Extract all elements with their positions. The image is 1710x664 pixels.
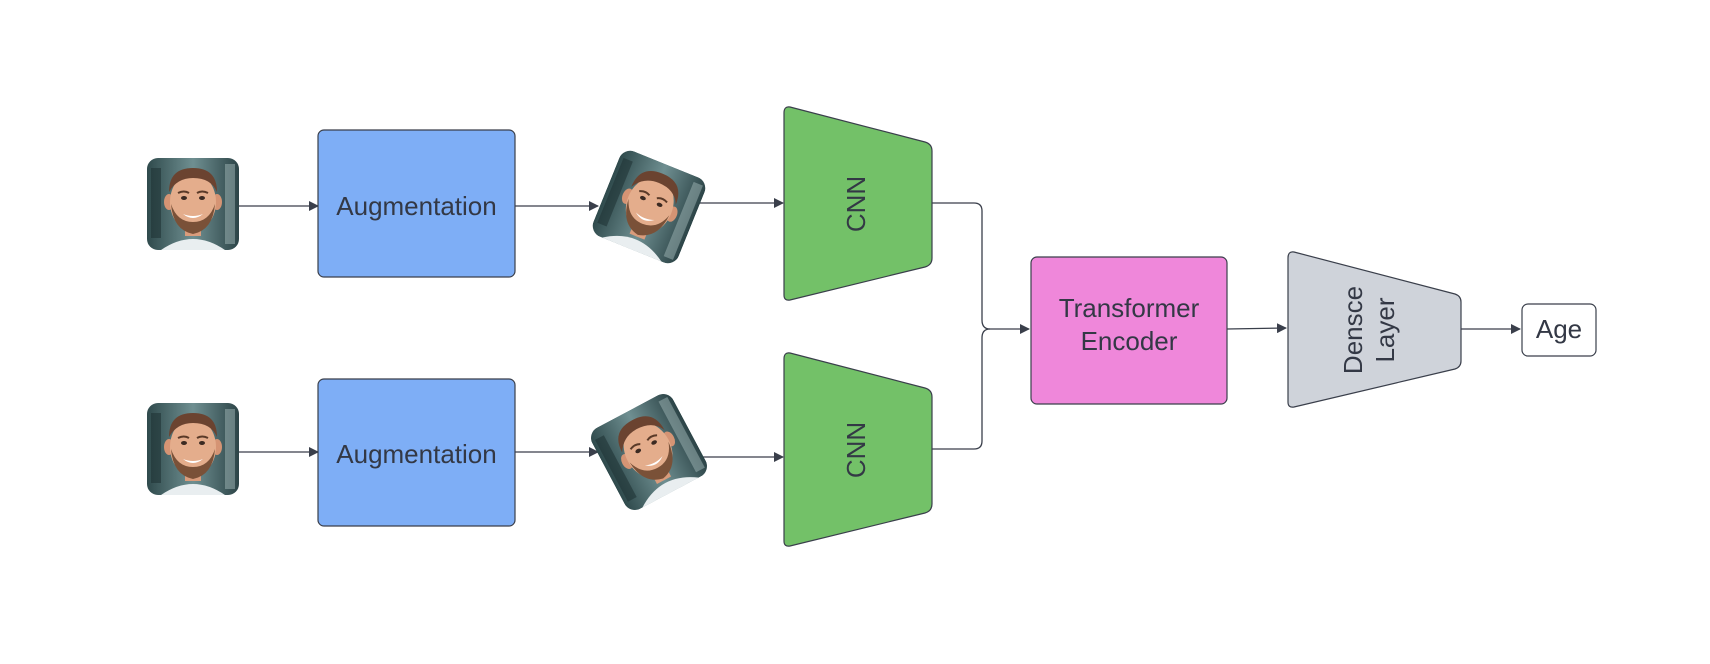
connectors bbox=[238, 198, 1521, 462]
arrow-transformer-to-dense bbox=[1226, 323, 1287, 334]
cnn-label-bottom: CNN bbox=[841, 422, 871, 478]
input-face-bottom bbox=[147, 403, 239, 495]
dense-layer-block: Densce Layer bbox=[1287, 251, 1462, 408]
dense-label-line1: Densce bbox=[1338, 286, 1368, 374]
transformer-encoder-box: Transformer Encoder bbox=[1030, 256, 1228, 405]
augmented-face-bottom bbox=[586, 389, 712, 515]
merge-line-top bbox=[932, 202, 1030, 334]
input-face-top bbox=[147, 158, 239, 250]
augmentation-label-top: Augmentation bbox=[336, 191, 496, 221]
dense-label-line2: Layer bbox=[1370, 297, 1400, 362]
cnn-block-top: CNN bbox=[783, 106, 933, 301]
transformer-label-line1: Transformer bbox=[1059, 293, 1200, 323]
augmentation-box-top: Augmentation bbox=[317, 129, 516, 278]
face-photo-icon bbox=[147, 158, 239, 250]
augmented-face-top bbox=[589, 147, 709, 267]
age-label: Age bbox=[1536, 314, 1582, 344]
rotated-face-photo-icon bbox=[589, 147, 709, 267]
augmentation-label-bottom: Augmentation bbox=[336, 439, 496, 469]
age-output-box: Age bbox=[1521, 303, 1597, 357]
merge-line-bottom bbox=[932, 328, 991, 450]
cnn-block-bottom: CNN bbox=[783, 352, 933, 547]
augmentation-box-bottom: Augmentation bbox=[317, 378, 516, 527]
face-photo-icon bbox=[147, 403, 239, 495]
rotated-face-photo-icon bbox=[586, 389, 712, 515]
transformer-label-line2: Encoder bbox=[1081, 326, 1178, 356]
cnn-label-top: CNN bbox=[841, 176, 871, 232]
